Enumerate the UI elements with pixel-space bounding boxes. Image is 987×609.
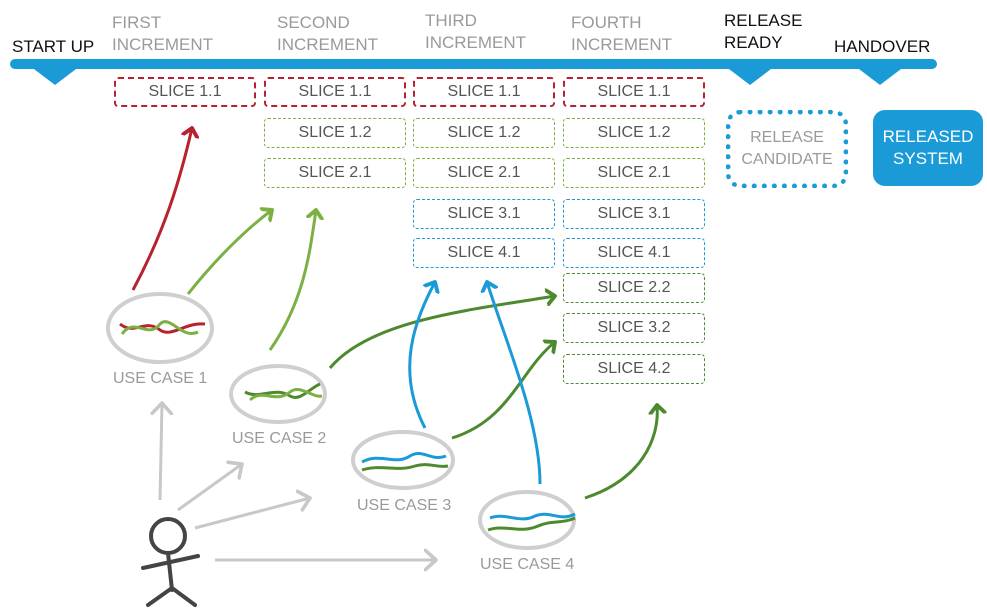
release-candidate-line2: CANDIDATE: [741, 151, 833, 168]
slice-third-1-1: SLICE 1.1: [413, 77, 555, 107]
timeline-bar: [10, 59, 937, 85]
phase-handover: HANDOVER: [834, 36, 930, 58]
phase-second-line2: INCREMENT: [277, 35, 379, 54]
slice-second-1-1: SLICE 1.1: [264, 77, 406, 107]
use-case-4-label: USE CASE 4: [480, 556, 575, 573]
slice-third-1-2: SLICE 1.2: [413, 118, 555, 148]
release-candidate-line1: RELEASE: [750, 129, 824, 146]
phase-release-ready: RELEASE READY: [724, 10, 802, 54]
phase-second-line1: SECOND: [277, 13, 350, 32]
phase-fourth-line1: FOURTH: [571, 13, 642, 32]
phase-first-line2: INCREMENT: [112, 35, 214, 54]
arrow-uc3-slice3-1: [408, 282, 435, 429]
arrow-actor-uc3: [194, 498, 310, 530]
phase-fourth-increment: FOURTH INCREMENT: [571, 12, 672, 56]
arrow-uc1-slice1-1: [131, 128, 192, 291]
phase-fourth-line2: INCREMENT: [571, 35, 673, 54]
use-case-1-label: USE CASE 1: [113, 370, 208, 387]
use-case-3-label: USE CASE 3: [357, 497, 452, 514]
phase-first-increment: FIRST INCREMENT: [112, 12, 213, 56]
slice-fourth-3-1: SLICE 3.1: [563, 199, 705, 229]
actor-icon: [141, 517, 200, 607]
use-case-2-bubble: [229, 364, 327, 424]
arrow-uc4-slice4-1: [487, 282, 542, 485]
use-case-2-label: USE CASE 2: [232, 430, 327, 447]
slice-second-1-2: SLICE 1.2: [264, 118, 406, 148]
released-system-line1: RELEASED: [882, 127, 974, 146]
milestone-handover: [855, 66, 905, 85]
released-system-box: RELEASED SYSTEM: [873, 110, 983, 186]
arrow-actor-uc1: [160, 403, 162, 501]
arrow-uc1-slice1-2: [186, 210, 272, 295]
slice-first-1-1: SLICE 1.1: [114, 77, 256, 107]
slice-third-4-1: SLICE 4.1: [413, 238, 555, 268]
phase-second-increment: SECOND INCREMENT: [277, 12, 378, 56]
phase-third-line2: INCREMENT: [425, 33, 527, 52]
slice-fourth-4-1: SLICE 4.1: [563, 238, 705, 268]
use-case-1-bubble: [106, 292, 214, 364]
use-case-3-bubble: [351, 430, 455, 490]
arrow-uc4-slice4-2: [584, 405, 657, 500]
slice-fourth-2-2: SLICE 2.2: [563, 273, 705, 303]
slice-fourth-2-1: SLICE 2.1: [563, 158, 705, 188]
slice-third-3-1: SLICE 3.1: [413, 199, 555, 229]
arrow-actor-uc2: [177, 464, 242, 512]
release-candidate-box: RELEASE CANDIDATE: [726, 110, 848, 188]
phase-start-up: START UP: [12, 36, 94, 58]
released-system-line2: SYSTEM: [893, 149, 963, 168]
phase-third-line1: THIRD: [425, 11, 477, 30]
arrow-uc3-slice3-2: [451, 342, 555, 440]
phase-first-line1: FIRST: [112, 13, 162, 32]
slice-fourth-4-2: SLICE 4.2: [563, 354, 705, 384]
slice-second-2-1: SLICE 2.1: [264, 158, 406, 188]
milestone-release-ready: [725, 66, 775, 85]
slice-fourth-1-1: SLICE 1.1: [563, 77, 705, 107]
arrow-uc2-slice2-1: [268, 210, 316, 351]
slice-third-2-1: SLICE 2.1: [413, 158, 555, 188]
milestone-start-up: [30, 66, 80, 85]
phase-release-line1: RELEASE: [724, 11, 803, 30]
slice-fourth-1-2: SLICE 1.2: [563, 118, 705, 148]
use-case-4-bubble: [478, 490, 576, 550]
arrow-uc2-slice2-2: [328, 296, 555, 369]
phase-start-up-line2: START UP: [12, 37, 95, 56]
slice-fourth-3-2: SLICE 3.2: [563, 313, 705, 343]
phase-release-line2: READY: [724, 33, 783, 52]
phase-third-increment: THIRD INCREMENT: [425, 10, 526, 54]
phase-handover-line2: HANDOVER: [834, 37, 931, 56]
